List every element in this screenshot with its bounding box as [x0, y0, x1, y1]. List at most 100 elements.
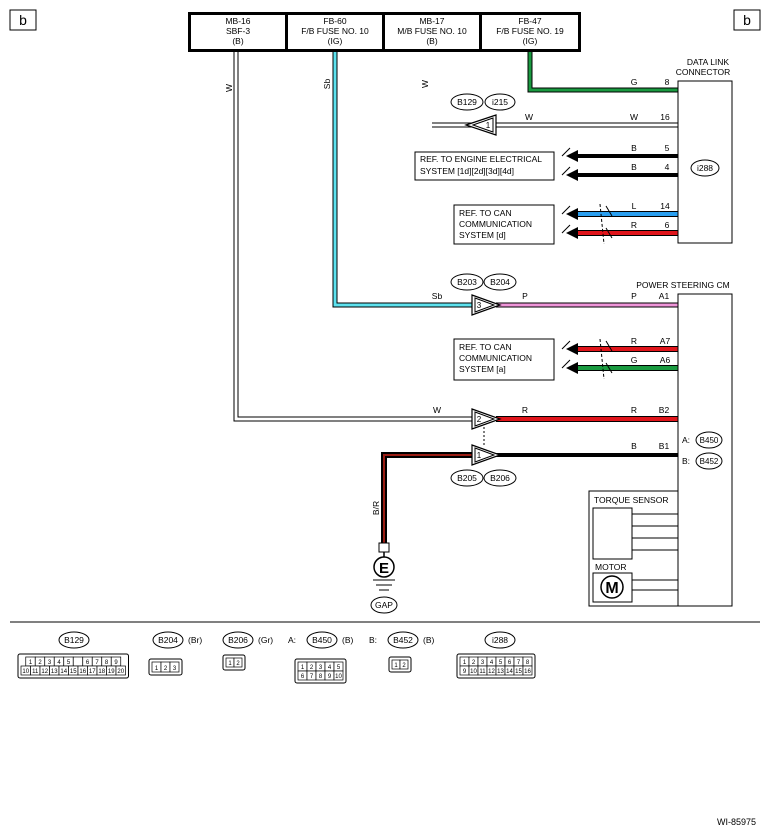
- connector-b206-pin1-arrow: 1: [471, 444, 502, 466]
- svg-text:14: 14: [660, 201, 670, 211]
- svg-text:8: 8: [665, 77, 670, 87]
- legend-pin: 2: [472, 660, 476, 666]
- svg-text:B2: B2: [659, 405, 670, 415]
- legend-pin: 7: [517, 660, 521, 666]
- svg-text:B:: B:: [682, 456, 690, 466]
- svg-text:A:: A:: [682, 435, 690, 445]
- page-marker-left: b: [9, 9, 37, 31]
- svg-text:M: M: [605, 580, 618, 597]
- svg-text:B450: B450: [700, 436, 719, 445]
- ref-box-can-a: REF. TO CAN COMMUNICATION SYSTEM [a]: [453, 338, 555, 381]
- svg-text:E: E: [379, 560, 389, 577]
- svg-text:(IG): (IG): [328, 36, 343, 46]
- svg-text:B452: B452: [700, 457, 719, 466]
- legend-pin: 3: [481, 660, 485, 666]
- wire-r-dlc6: R 6: [566, 220, 678, 239]
- svg-text:W: W: [525, 112, 533, 122]
- page-marker-right: b: [733, 9, 761, 31]
- legend-pin: 2: [38, 660, 42, 666]
- legend-prefix: A:: [288, 635, 296, 645]
- legend-pin: 9: [114, 660, 118, 666]
- legend-pin: 6: [301, 674, 305, 680]
- power-steering-cm: POWER STEERING CM A: B450 B: B452 TORQUE…: [588, 280, 733, 607]
- svg-text:MB-17: MB-17: [419, 16, 444, 26]
- legend-id: i288: [492, 635, 508, 645]
- svg-text:TORQUE SENSOR: TORQUE SENSOR: [594, 495, 668, 505]
- svg-text:(B): (B): [426, 36, 438, 46]
- svg-text:5: 5: [665, 143, 670, 153]
- legend-pin: 4: [490, 660, 494, 666]
- connector-label-i215: i215: [484, 93, 516, 111]
- legend-pin: 1: [394, 663, 398, 669]
- legend-pin: 9: [463, 669, 467, 675]
- svg-text:R: R: [631, 405, 637, 415]
- svg-text:i215: i215: [492, 97, 508, 107]
- wire-b-psb1: B B1: [496, 441, 678, 457]
- legend-pin: 1: [29, 660, 33, 666]
- svg-text:REF. TO ENGINE ELECTRICAL: REF. TO ENGINE ELECTRICAL: [420, 154, 542, 164]
- legend-pin: 2: [310, 665, 314, 671]
- legend-pin: 5: [499, 660, 503, 666]
- legend-pin: 3: [173, 666, 177, 672]
- svg-text:Sb: Sb: [432, 291, 443, 301]
- legend-type: (B): [423, 635, 435, 645]
- legend-pin: 3: [48, 660, 52, 666]
- wire-g-psa6: G A6: [566, 355, 678, 374]
- svg-text:P: P: [631, 291, 637, 301]
- legend-id: B452: [393, 635, 413, 645]
- svg-text:DATA LINK: DATA LINK: [687, 57, 730, 67]
- legend-pin: 14: [60, 669, 67, 675]
- legend-pin: 1: [155, 666, 159, 672]
- svg-text:F/B FUSE NO. 10: F/B FUSE NO. 10: [301, 26, 369, 36]
- svg-text:A7: A7: [660, 336, 671, 346]
- svg-text:MOTOR: MOTOR: [595, 562, 626, 572]
- legend-pin: 6: [86, 660, 90, 666]
- legend-pin: 13: [51, 669, 58, 675]
- svg-text:(B): (B): [232, 36, 244, 46]
- svg-text:G: G: [631, 77, 638, 87]
- ref-box-engine: REF. TO ENGINE ELECTRICAL SYSTEM [1d][2d…: [414, 151, 555, 181]
- svg-text:B205: B205: [457, 473, 477, 483]
- legend-type: (Br): [188, 635, 202, 645]
- svg-text:SYSTEM [1d][2d][3d][4d]: SYSTEM [1d][2d][3d][4d]: [420, 166, 514, 176]
- svg-text:W: W: [224, 84, 234, 92]
- legend-pin: 8: [526, 660, 530, 666]
- svg-text:SYSTEM [a]: SYSTEM [a]: [459, 364, 506, 374]
- svg-text:B129: B129: [457, 97, 477, 107]
- svg-text:A1: A1: [659, 291, 670, 301]
- legend-type: (B): [342, 635, 354, 645]
- legend-id: B450: [312, 635, 332, 645]
- svg-text:REF. TO CAN: REF. TO CAN: [459, 342, 512, 352]
- svg-text:F/B FUSE NO. 19: F/B FUSE NO. 19: [496, 26, 564, 36]
- ps-conn-b-label: B: B452: [682, 452, 723, 470]
- legend-pin: 10: [470, 669, 477, 675]
- legend-pin: 2: [164, 666, 168, 672]
- svg-text:16: 16: [660, 112, 670, 122]
- legend-pin: 1: [228, 661, 232, 667]
- svg-text:2: 2: [477, 415, 482, 424]
- twisted-pair-marker-a: [599, 338, 613, 380]
- legend-pin: 17: [89, 669, 96, 675]
- wire-w-dlc16: W W 16: [432, 112, 678, 128]
- svg-text:R: R: [631, 220, 637, 230]
- legend-pin: 14: [506, 669, 513, 675]
- legend-pin: 19: [108, 669, 115, 675]
- legend-pin: 10: [22, 669, 29, 675]
- legend-pin: 8: [319, 674, 323, 680]
- svg-text:COMMUNICATION: COMMUNICATION: [459, 219, 532, 229]
- svg-text:FB-47: FB-47: [518, 16, 541, 26]
- legend-pin: 7: [310, 674, 314, 680]
- svg-text:Sb: Sb: [322, 79, 332, 90]
- connector-label-b203: B203: [450, 273, 484, 291]
- fuse-mb16: MB-16 SBF-3 (B): [225, 16, 250, 46]
- svg-text:A6: A6: [660, 355, 671, 365]
- wire-b-dlc4: B 4: [566, 162, 678, 181]
- figure-id: WI-85975: [717, 817, 756, 827]
- svg-text:1: 1: [477, 451, 482, 460]
